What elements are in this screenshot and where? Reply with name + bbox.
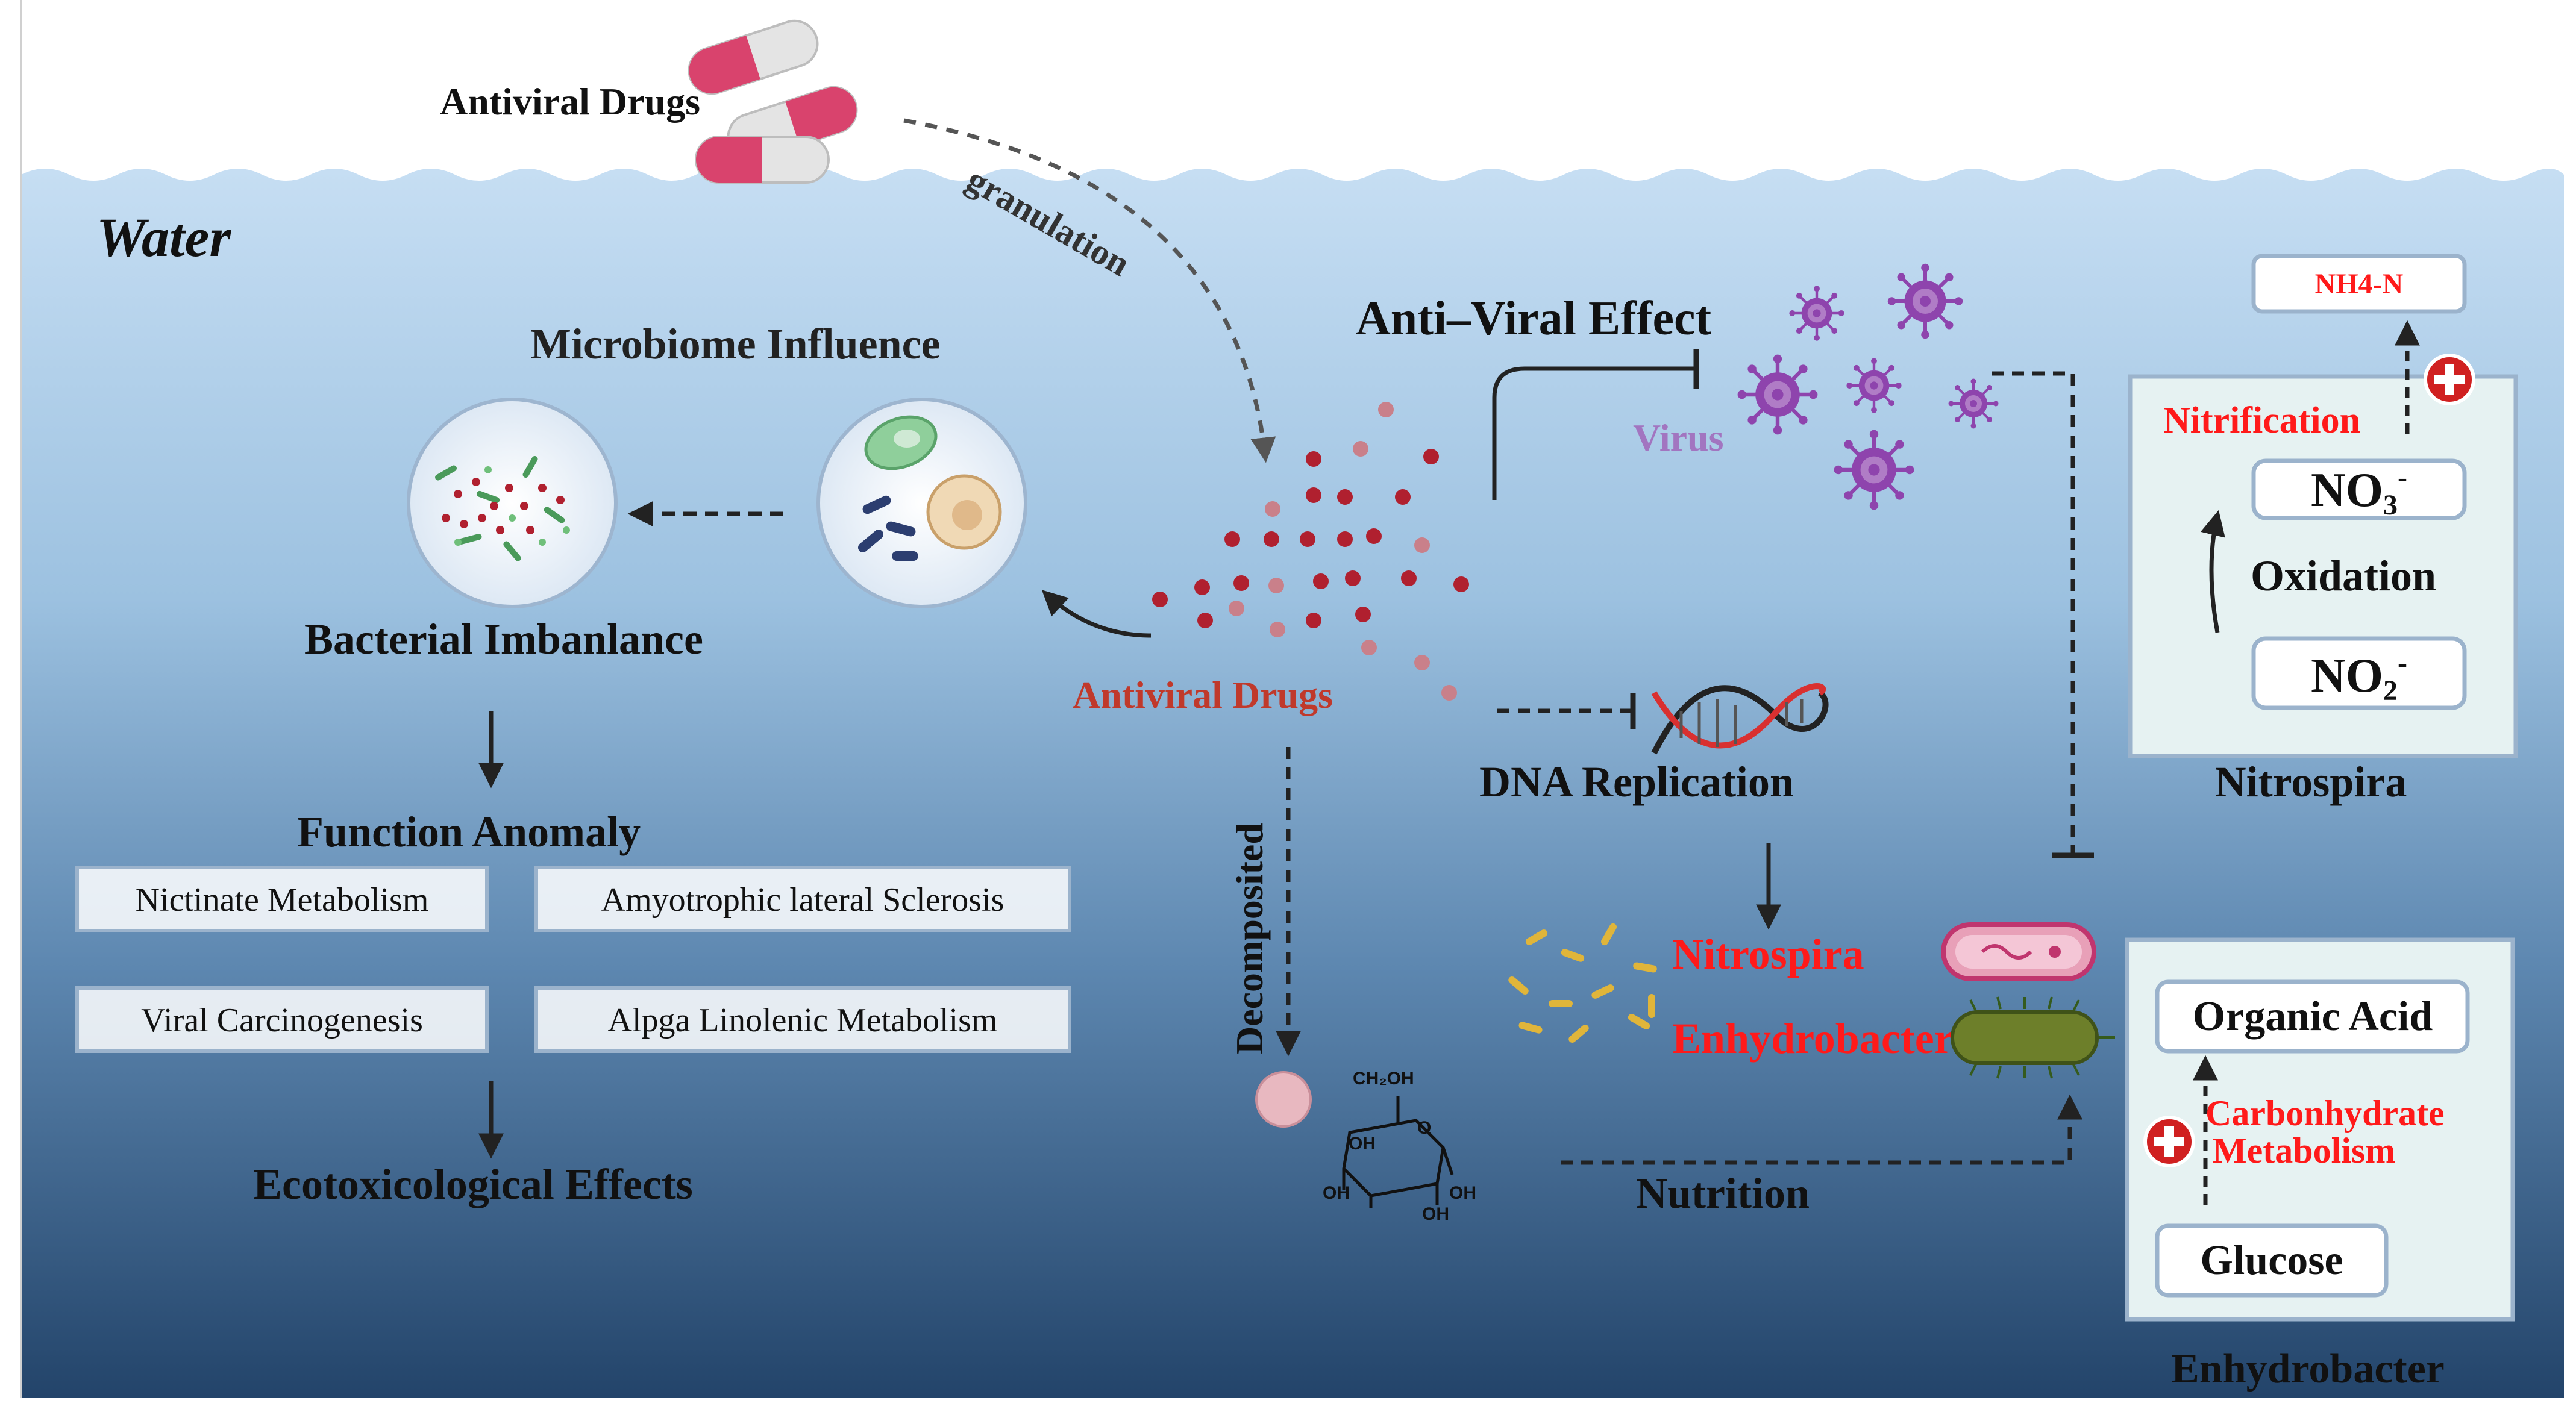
enhydrobacter-caption: Enhydrobacter <box>2171 1346 2445 1392</box>
decomposed-particle <box>1255 1071 1312 1128</box>
bacterial-imbalance-label: Bacterial Imbanlance <box>304 615 703 663</box>
plus-icon <box>2424 354 2475 405</box>
carbohydrate-label-2: Metabolism <box>2213 1131 2395 1170</box>
enhydrobacter-red-label: Enhydrobacter <box>1672 1014 1954 1063</box>
function-box: Alpga Linolenic Metabolism <box>534 986 1071 1053</box>
glucose-oh-4: OH <box>1449 1183 1476 1203</box>
microbiome-title: Microbiome Influence <box>530 320 941 368</box>
water-label: Water <box>96 207 231 268</box>
nh4-box: NH4-N <box>2251 254 2467 314</box>
glucose-ch2oh: CH₂OH <box>1353 1069 1414 1089</box>
glucose-oh-3: OH <box>1422 1204 1449 1224</box>
nh4-label: NH4-N <box>2315 268 2404 300</box>
pink-bacterium-icon <box>1941 922 2096 981</box>
svg-text:NO3-: NO3- <box>2311 461 2407 521</box>
glucose-structure <box>1342 1096 1454 1208</box>
organic-acid-label: Organic Acid <box>2193 993 2433 1040</box>
nutrition-arrow <box>1561 1094 2082 1165</box>
glucose-box: Glucose <box>2155 1223 2389 1298</box>
organic-acid-box: Organic Acid <box>2155 979 2470 1054</box>
oxidation-label: Oxidation <box>2251 552 2436 600</box>
function-box: Viral Carcinogenesis <box>75 986 489 1053</box>
glucose-oh-2: OH <box>1323 1183 1350 1203</box>
dna-replication-label: DNA Replication <box>1479 758 1794 806</box>
oxidation-arrow <box>2200 510 2225 633</box>
microbe-circle <box>816 398 1027 608</box>
svg-text:NO2-: NO2- <box>2311 647 2407 707</box>
top-drug-label: Antiviral Drugs <box>440 80 700 123</box>
function-label-3: Alpga Linolenic Metabolism <box>608 1002 998 1039</box>
no2-box: NO2- <box>2251 636 2467 710</box>
plus-icon <box>2143 1116 2195 1167</box>
drug-particles <box>1152 402 1469 701</box>
nutrition-label: Nutrition <box>1636 1169 1810 1217</box>
no2-sub: 2 <box>2383 675 2398 707</box>
glucose-label: Glucose <box>2200 1237 2343 1284</box>
glucose-o: O <box>1417 1118 1431 1138</box>
dna-icon <box>1651 683 1829 755</box>
function-label-2: Viral Carcinogenesis <box>141 1002 423 1039</box>
drugs-to-microbiome-arrow <box>1041 590 1152 638</box>
center-drug-label: Antiviral Drugs <box>1073 673 1333 716</box>
glucose-oh-1: OH <box>1349 1134 1376 1154</box>
green-bacterium-icon <box>1951 996 2115 1079</box>
no3-sup: - <box>2398 461 2407 493</box>
function-box: Amyotrophic lateral Sclerosis <box>534 866 1071 932</box>
function-anomaly-label: Function Anomaly <box>297 808 641 856</box>
virus-inhibit-dashed <box>1992 371 2075 855</box>
no2-main: NO <box>2311 649 2383 702</box>
function-label-0: Nictinate Metabolism <box>136 881 429 919</box>
carbohydrate-label-1: Carbonhydrate <box>2205 1093 2445 1133</box>
function-box: Nictinate Metabolism <box>75 866 489 932</box>
bacteria-circle <box>407 398 618 608</box>
no3-sub: 3 <box>2383 489 2398 521</box>
nitrospira-red-label: Nitrospira <box>1672 930 1864 978</box>
capsule-icon <box>688 19 858 184</box>
decomposited-label: Decomposited <box>1228 823 1271 1054</box>
granulation-arrow <box>903 118 1276 463</box>
ecotox-label: Ecotoxicological Effects <box>253 1160 693 1208</box>
nitrospira-caption: Nitrospira <box>2215 758 2407 806</box>
no3-box: NO3- <box>2251 458 2467 521</box>
no3-main: NO <box>2311 464 2383 517</box>
antiviral-title: Anti–Viral Effect <box>1356 292 1712 345</box>
function-label-1: Amyotrophic lateral Sclerosis <box>601 881 1004 919</box>
water-body <box>21 169 2564 1398</box>
nitrification-label: Nitrification <box>2163 400 2360 441</box>
no2-sup: - <box>2398 647 2407 679</box>
antiviral-inhibit-line <box>1492 366 1696 500</box>
virus-label: Virus <box>1633 416 1724 459</box>
bacteria-cluster-icon <box>1508 923 1657 1043</box>
